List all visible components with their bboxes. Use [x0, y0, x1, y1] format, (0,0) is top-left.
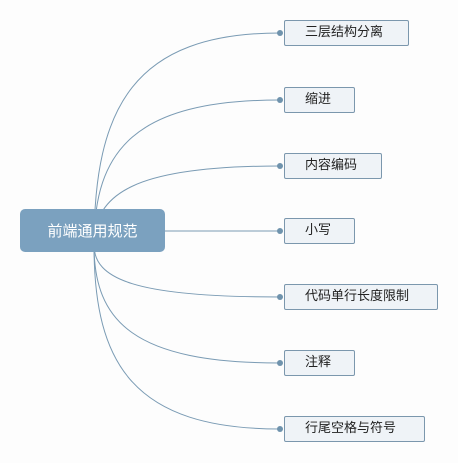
child-node-label: 注释 [305, 355, 332, 370]
edge-endpoint-1 [277, 30, 283, 36]
child-node-3[interactable]: 内容编码 [284, 153, 382, 179]
edge-endpoint-6 [277, 360, 283, 366]
edge-endpoint-7 [277, 426, 283, 432]
child-node-label: 行尾空格与符号 [305, 421, 397, 436]
child-node-label: 小写 [305, 223, 332, 238]
edge-endpoint-3 [277, 163, 283, 169]
edge-endpoint-5 [277, 294, 283, 300]
root-node[interactable]: 前端通用规范 [20, 209, 165, 252]
edge-endpoint-2 [277, 97, 283, 103]
root-node-label: 前端通用规范 [47, 222, 138, 240]
child-node-7[interactable]: 行尾空格与符号 [284, 416, 425, 442]
child-node-label: 内容编码 [305, 158, 358, 173]
edge-7 [93, 244, 281, 430]
edge-5 [93, 244, 281, 298]
edge-1 [93, 32, 281, 246]
child-node-2[interactable]: 缩进 [284, 87, 355, 113]
child-node-1[interactable]: 三层结构分离 [284, 20, 409, 46]
child-node-label: 三层结构分离 [305, 25, 384, 40]
edge-6 [93, 244, 281, 364]
child-node-6[interactable]: 注释 [284, 350, 355, 376]
child-node-label: 代码单行长度限制 [305, 289, 410, 304]
edge-endpoint-4 [277, 228, 283, 234]
child-node-5[interactable]: 代码单行长度限制 [284, 284, 438, 310]
child-node-label: 缩进 [305, 92, 332, 107]
child-node-4[interactable]: 小写 [284, 218, 355, 244]
